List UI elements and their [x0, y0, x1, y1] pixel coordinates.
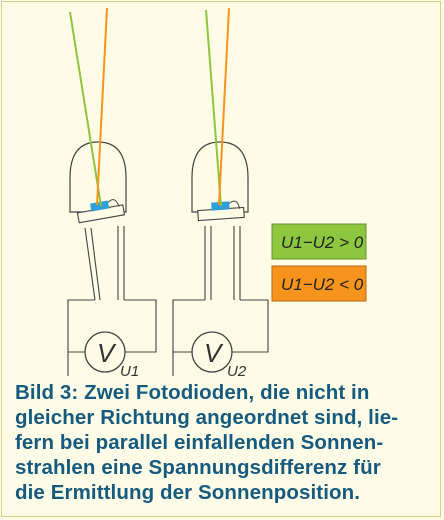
legend-box-negative	[271, 265, 367, 302]
legend-text-negative: U1−U2 < 0	[281, 275, 364, 294]
bond-wire-right	[228, 200, 241, 209]
voltmeter-symbol-left: V	[97, 338, 117, 368]
wire-right-b	[232, 299, 269, 353]
voltmeter-label-u1: U1	[120, 363, 139, 380]
light-ray-green-right	[205, 9, 222, 207]
led-dome-right	[191, 141, 249, 213]
wire-left-a	[67, 299, 95, 376]
caption-line: strahlen eine Spannungsdifferenz für	[15, 456, 381, 479]
photodiode-diagram: V U1 V U2 U1−U2 > 0 U1−U2 < 0	[67, 7, 367, 380]
caption-line: die Ermittlung der Sonnenposition.	[15, 481, 361, 504]
voltmeter-right	[191, 331, 233, 373]
caption-line: gleicher Richtung angeordnet sind, lie-	[15, 406, 399, 429]
light-ray-orange-right	[218, 7, 230, 206]
figure-caption: Bild 3: Zwei Fotodioden, die nicht in gl…	[15, 380, 435, 505]
caption-line: fern bei parallel einfallenden Sonnen-	[15, 431, 384, 454]
lead-left-b	[117, 226, 125, 300]
voltmeter-symbol-right: V	[204, 338, 224, 368]
wire-right-a	[172, 299, 205, 376]
lead-right-b	[233, 226, 241, 300]
lead-right-a	[204, 226, 212, 300]
caption-line: Bild 3: Zwei Fotodioden, die nicht in	[15, 381, 370, 404]
photodiode-left: V U1	[67, 7, 157, 380]
legend-text-positive: U1−U2 > 0	[281, 233, 364, 252]
diode-chip-left	[90, 200, 110, 212]
lead-left-a	[84, 227, 101, 301]
legend-box-positive	[271, 223, 367, 260]
led-dome-left	[69, 141, 127, 213]
wire-left-b	[124, 299, 157, 353]
light-ray-orange-left	[96, 7, 108, 206]
legend: U1−U2 > 0 U1−U2 < 0	[271, 223, 367, 302]
photodiode-right: V U2	[172, 7, 269, 380]
voltmeter-left	[84, 331, 126, 373]
bond-wire-left	[107, 199, 120, 207]
light-ray-green-left	[69, 11, 102, 207]
voltmeter-label-u2: U2	[227, 363, 247, 380]
